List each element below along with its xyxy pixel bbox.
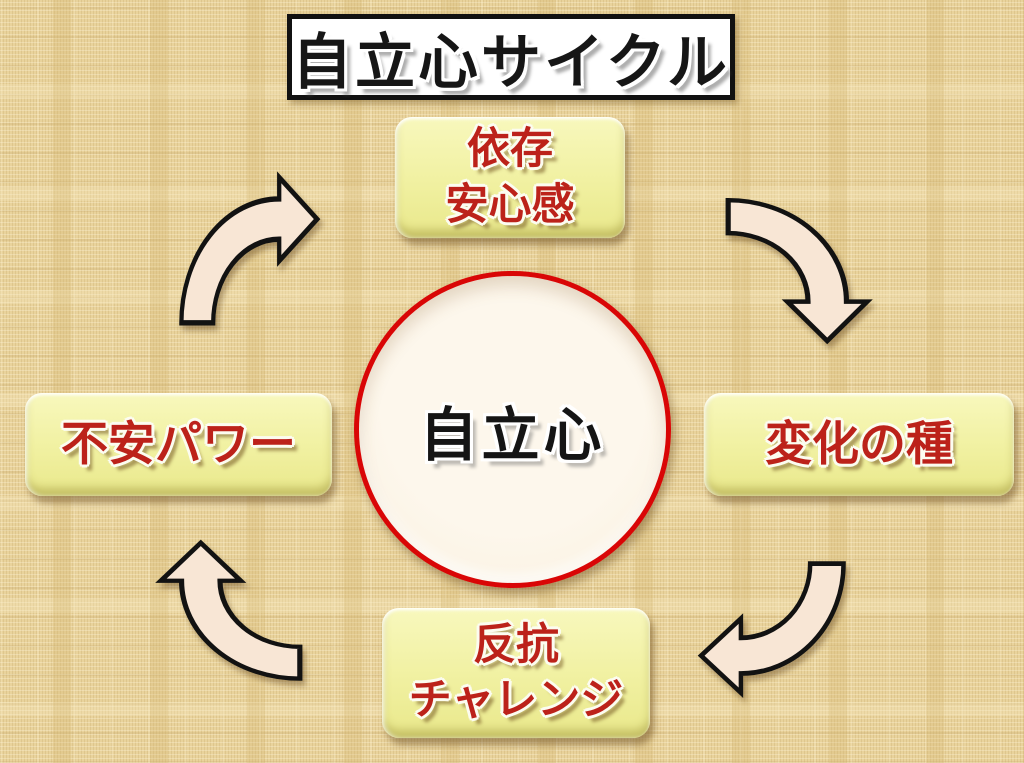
node-dependence-line2: 安心感 (445, 180, 575, 229)
arrow-right-to-bottom-icon (697, 561, 846, 699)
node-dependence-line1: 依存 (467, 125, 553, 174)
node-anxiety-power: 不安パワー (25, 393, 332, 496)
arrow-left-to-top-icon (179, 171, 321, 326)
center-label: 自立心 (419, 402, 606, 468)
node-rebellion-challenge: 反抗 チャレンジ (382, 608, 650, 738)
node-rebellion-line2: チャレンジ (408, 676, 624, 724)
node-seed-of-change-label: 変化の種 (765, 417, 953, 471)
center-circle: 自立心 (354, 271, 671, 588)
title-box: 自立心サイクル (287, 14, 735, 100)
node-anxiety-power-label: 不安パワー (61, 417, 296, 471)
node-rebellion-line1: 反抗 (473, 620, 559, 669)
node-seed-of-change: 変化の種 (704, 393, 1014, 496)
page-title: 自立心サイクル (292, 28, 730, 96)
node-dependence: 依存 安心感 (395, 117, 625, 238)
arrow-top-to-right-icon (725, 197, 873, 345)
arrow-bottom-to-left-icon (155, 539, 303, 681)
